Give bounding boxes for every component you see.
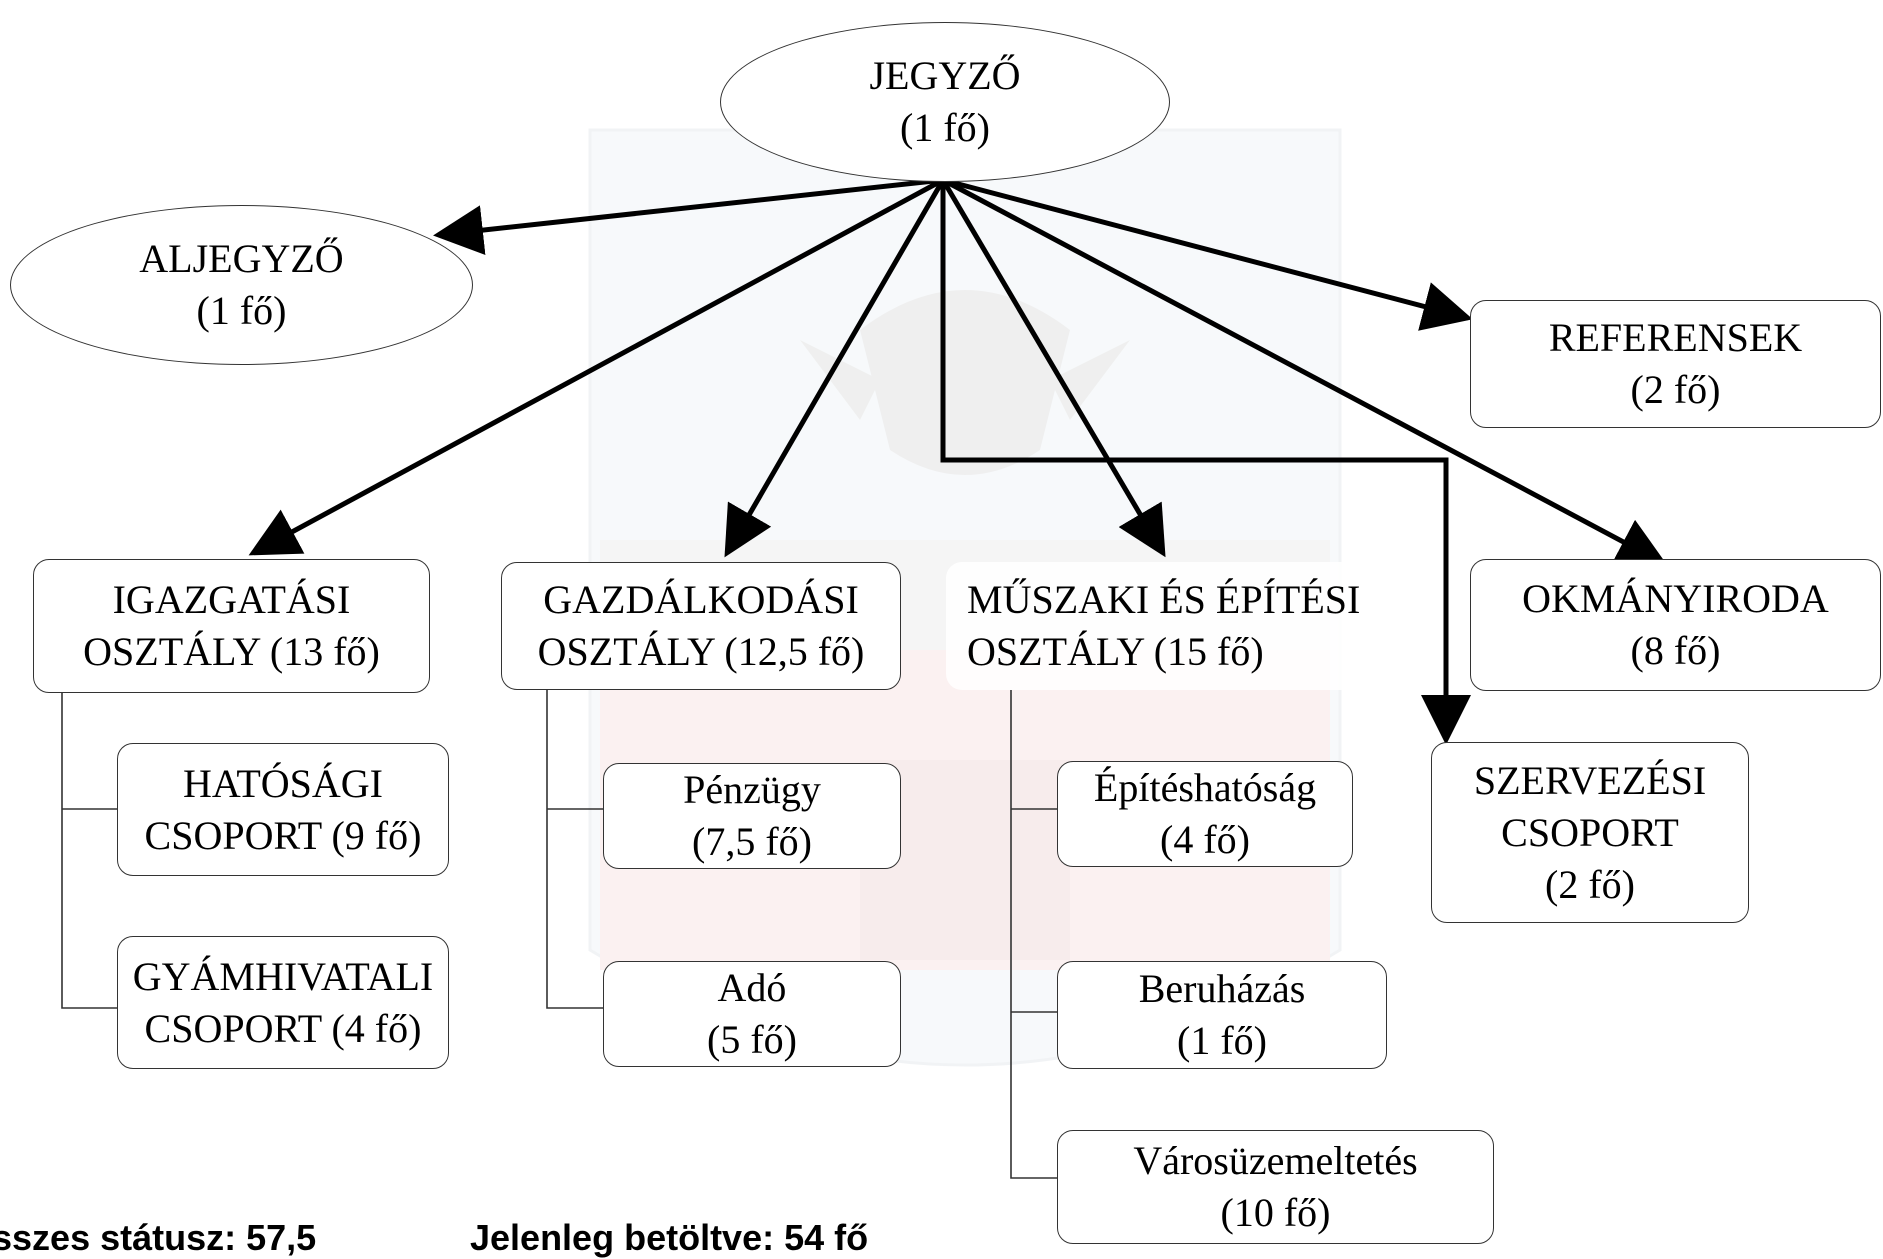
node-gyamhivatali-csoport: GYÁMHIVATALI CSOPORT (4 fő) bbox=[117, 936, 449, 1069]
node-referensek-title: REFERENSEK bbox=[1548, 315, 1803, 360]
node-aljegyzo-title: ALJEGYZŐ bbox=[139, 236, 344, 281]
node-jegyzo: JEGYZŐ (1 fő) bbox=[720, 22, 1170, 182]
node-beruhazas-count: (1 fő) bbox=[1177, 1018, 1267, 1063]
node-gazdalkodasi-count: OSZTÁLY (12,5 fő) bbox=[537, 629, 865, 674]
node-gazdalkodasi-osztaly: GAZDÁLKODÁSI OSZTÁLY (12,5 fő) bbox=[501, 562, 901, 690]
node-epiteshatosag: Építéshatóság (4 fő) bbox=[1057, 761, 1353, 867]
node-szervezesi-csoport: SZERVEZÉSI CSOPORT (2 fő) bbox=[1431, 742, 1749, 923]
hierarchy-arrows bbox=[248, 177, 1668, 745]
subgroup-connectors bbox=[61, 690, 1057, 1179]
node-jegyzo-count: (1 fő) bbox=[900, 105, 990, 150]
arrow-to-referensek bbox=[942, 177, 1473, 331]
node-szervezesi-subtitle: CSOPORT bbox=[1501, 809, 1679, 855]
node-aljegyzo-count: (1 fő) bbox=[196, 288, 287, 333]
node-hatosagi-title: HATÓSÁGI bbox=[183, 760, 383, 806]
node-okmanyiroda-count: (8 fő) bbox=[1630, 628, 1721, 673]
node-igazgatasi-title: IGAZGATÁSI bbox=[112, 577, 351, 622]
node-muszaki-osztaly: MŰSZAKI ÉS ÉPÍTÉSI OSZTÁLY (15 fő) bbox=[946, 562, 1390, 690]
node-okmanyiroda-title: OKMÁNYIRODA bbox=[1522, 576, 1829, 621]
node-gyamhivatali-count: CSOPORT (4 fő) bbox=[144, 1005, 422, 1051]
node-hatosagi-csoport: HATÓSÁGI CSOPORT (9 fő) bbox=[117, 743, 449, 876]
node-penzugy-count: (7,5 fő) bbox=[692, 819, 812, 864]
node-ado-title: Adó bbox=[717, 965, 787, 1010]
arrow-to-okmanyiroda bbox=[941, 177, 1668, 566]
node-referensek-count: (2 fő) bbox=[1630, 367, 1721, 412]
node-muszaki-count: OSZTÁLY (15 fő) bbox=[967, 629, 1264, 674]
node-gyamhivatali-title: GYÁMHIVATALI bbox=[132, 953, 434, 999]
node-beruhazas: Beruházás (1 fő) bbox=[1057, 961, 1387, 1069]
filled-status-text: Jelenleg betöltve: 54 fő bbox=[470, 1217, 869, 1258]
arrow-to-muszaki bbox=[940, 178, 1166, 558]
arrow-to-igazgatasi bbox=[248, 177, 945, 556]
node-ado: Adó (5 fő) bbox=[603, 961, 901, 1067]
node-aljegyzo: ALJEGYZŐ (1 fő) bbox=[10, 205, 473, 365]
node-szervezesi-count: (2 fő) bbox=[1545, 861, 1635, 907]
arrow-to-szervezesi bbox=[940, 180, 1471, 745]
node-varosuzemeltetes: Városüzemeltetés (10 fő) bbox=[1057, 1130, 1494, 1244]
node-referensek: REFERENSEK (2 fő) bbox=[1470, 300, 1881, 428]
node-penzugy: Pénzügy (7,5 fő) bbox=[603, 763, 901, 869]
node-muszaki-title: MŰSZAKI ÉS ÉPÍTÉSI bbox=[967, 577, 1361, 622]
node-beruhazas-title: Beruházás bbox=[1138, 966, 1306, 1011]
total-status-text: Összes státusz: 57,5 bbox=[0, 1217, 317, 1258]
node-varosuzemeltetes-title: Városüzemeltetés bbox=[1133, 1138, 1418, 1183]
node-penzugy-title: Pénzügy bbox=[683, 767, 821, 812]
node-okmanyiroda: OKMÁNYIRODA (8 fő) bbox=[1470, 559, 1881, 691]
node-gazdalkodasi-title: GAZDÁLKODÁSI bbox=[543, 577, 859, 622]
node-igazgatasi-osztaly: IGAZGATÁSI OSZTÁLY (13 fő) bbox=[33, 559, 430, 693]
node-jegyzo-title: JEGYZŐ bbox=[869, 53, 1021, 98]
node-epiteshatosag-title: Építéshatóság bbox=[1093, 765, 1317, 810]
node-ado-count: (5 fő) bbox=[707, 1017, 797, 1062]
node-szervezesi-title: SZERVEZÉSI bbox=[1473, 757, 1707, 803]
arrow-to-gazdalkodasi bbox=[724, 178, 946, 558]
node-epiteshatosag-count: (4 fő) bbox=[1160, 817, 1250, 862]
node-hatosagi-count: CSOPORT (9 fő) bbox=[144, 812, 422, 858]
node-igazgatasi-count: OSZTÁLY (13 fő) bbox=[83, 629, 380, 674]
node-varosuzemeltetes-count: (10 fő) bbox=[1220, 1190, 1331, 1235]
arrow-to-aljegyzo bbox=[433, 177, 944, 255]
